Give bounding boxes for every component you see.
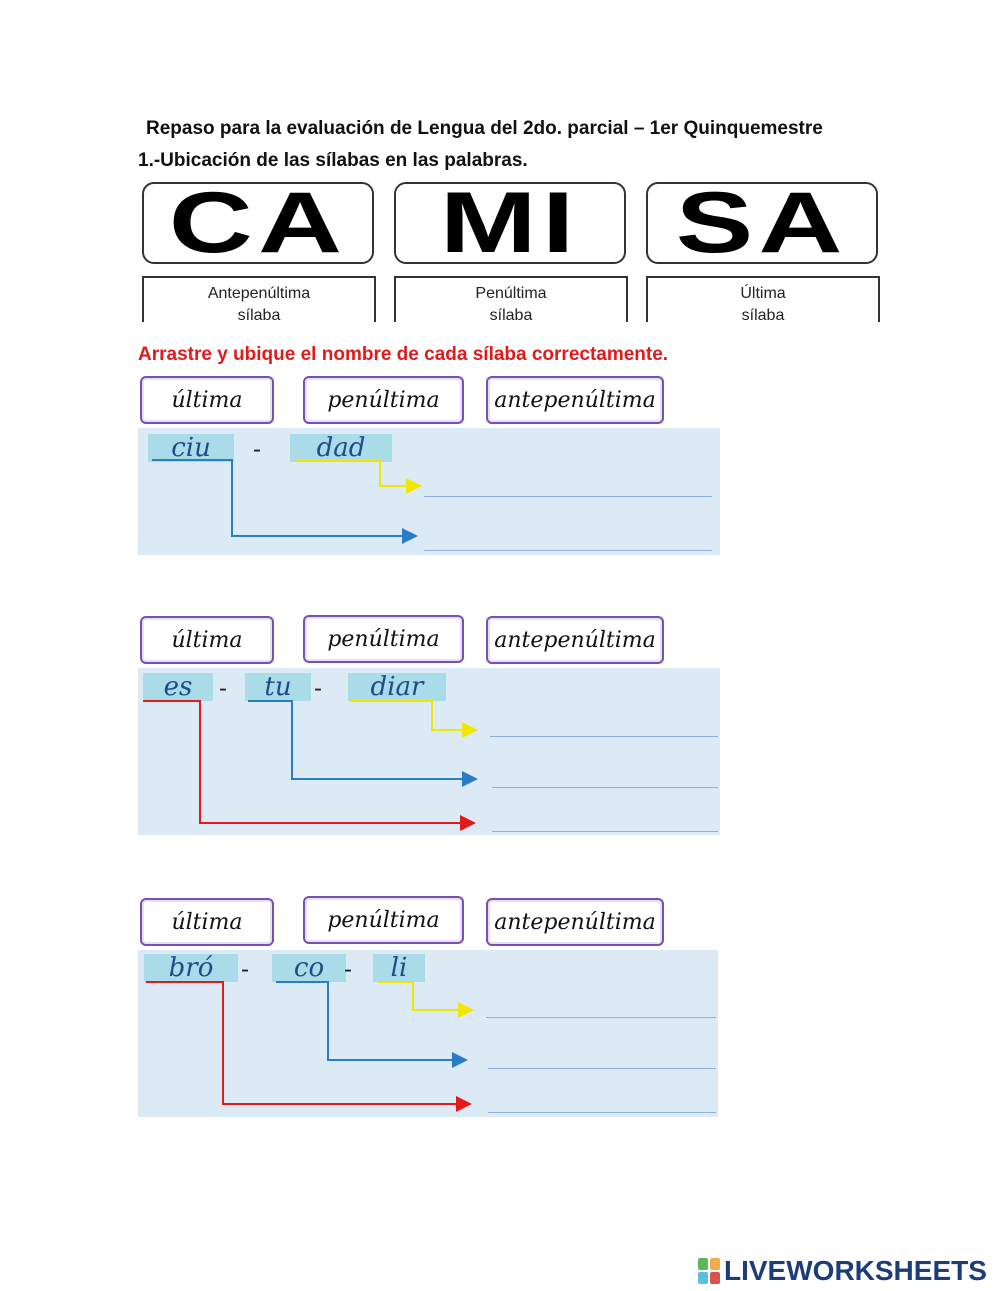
arrow-yellow (350, 700, 478, 738)
answer-line (488, 1112, 716, 1113)
option-antepenultima[interactable]: antepenúltima (486, 376, 664, 424)
arrow-yellow (295, 459, 422, 494)
syllable-separator: - (314, 675, 322, 702)
syllable-separator: - (344, 956, 352, 983)
page-title: Repaso para la evaluación de Lengua del … (146, 118, 823, 139)
syllable-chip: dad (290, 433, 392, 463)
label-line: Última (740, 285, 786, 302)
option-ultima[interactable]: última (140, 376, 274, 424)
answer-line (490, 736, 718, 737)
option-penultima[interactable]: penúltima (303, 376, 464, 424)
syllable-box-sa: SA (646, 175, 878, 271)
answer-line (492, 787, 718, 788)
label-line: sílaba (237, 307, 281, 322)
syllable-text: SA (675, 175, 849, 271)
label-line: Penúltima (475, 285, 547, 302)
label-line: Antepenúltima (207, 285, 311, 302)
option-antepenultima[interactable]: antepenúltima (486, 616, 664, 664)
syllable-chip: tu (245, 672, 311, 702)
label-line: sílaba (741, 307, 785, 322)
syllable-chip: ciu (148, 433, 234, 463)
label-line: sílaba (489, 307, 533, 322)
liveworksheets-logo-icon (698, 1258, 720, 1284)
answer-line (492, 831, 718, 832)
exercise-panel (138, 428, 720, 555)
syllable-label-penultima: Penúltima sílaba (394, 276, 628, 322)
syllable-box-ca: CA (142, 175, 374, 271)
instruction-text: Arrastre y ubique el nombre de cada síla… (138, 344, 669, 365)
syllable-label-antepenultima: Antepenúltima sílaba (142, 276, 376, 322)
syllable-text: CA (168, 175, 348, 271)
syllable-chip: li (373, 953, 425, 983)
syllable-chip: diar (348, 672, 446, 702)
syllable-chip: co (272, 953, 346, 983)
arrow-blue (152, 459, 418, 544)
syllable-separator: - (219, 675, 227, 702)
syllable-box-mi: MI (394, 175, 626, 271)
brand-name: LIVEWORKSHEETS (724, 1255, 987, 1286)
option-penultima[interactable]: penúltima (303, 615, 464, 663)
section-heading: 1.-Ubicación de las sílabas en las palab… (138, 150, 528, 171)
syllable-separator: - (241, 956, 249, 983)
arrow-red (143, 700, 476, 831)
option-penultima[interactable]: penúltima (303, 896, 464, 944)
liveworksheets-logo[interactable]: LIVEWORKSHEETS (698, 1255, 987, 1287)
arrow-red (146, 981, 472, 1112)
syllable-chip: bró (144, 953, 238, 983)
option-ultima[interactable]: última (140, 616, 274, 664)
answer-line (424, 550, 712, 551)
syllable-text: MI (440, 175, 580, 271)
syllable-label-ultima: Última sílaba (646, 276, 880, 322)
option-ultima[interactable]: última (140, 898, 274, 946)
syllable-separator: - (253, 436, 261, 463)
answer-line (488, 1068, 716, 1069)
option-antepenultima[interactable]: antepenúltima (486, 898, 664, 946)
arrow-blue (276, 981, 468, 1068)
syllable-chip: es (143, 672, 213, 702)
arrow-yellow (378, 981, 474, 1018)
answer-line (424, 496, 712, 497)
arrow-blue (248, 700, 478, 787)
answer-line (486, 1017, 716, 1018)
